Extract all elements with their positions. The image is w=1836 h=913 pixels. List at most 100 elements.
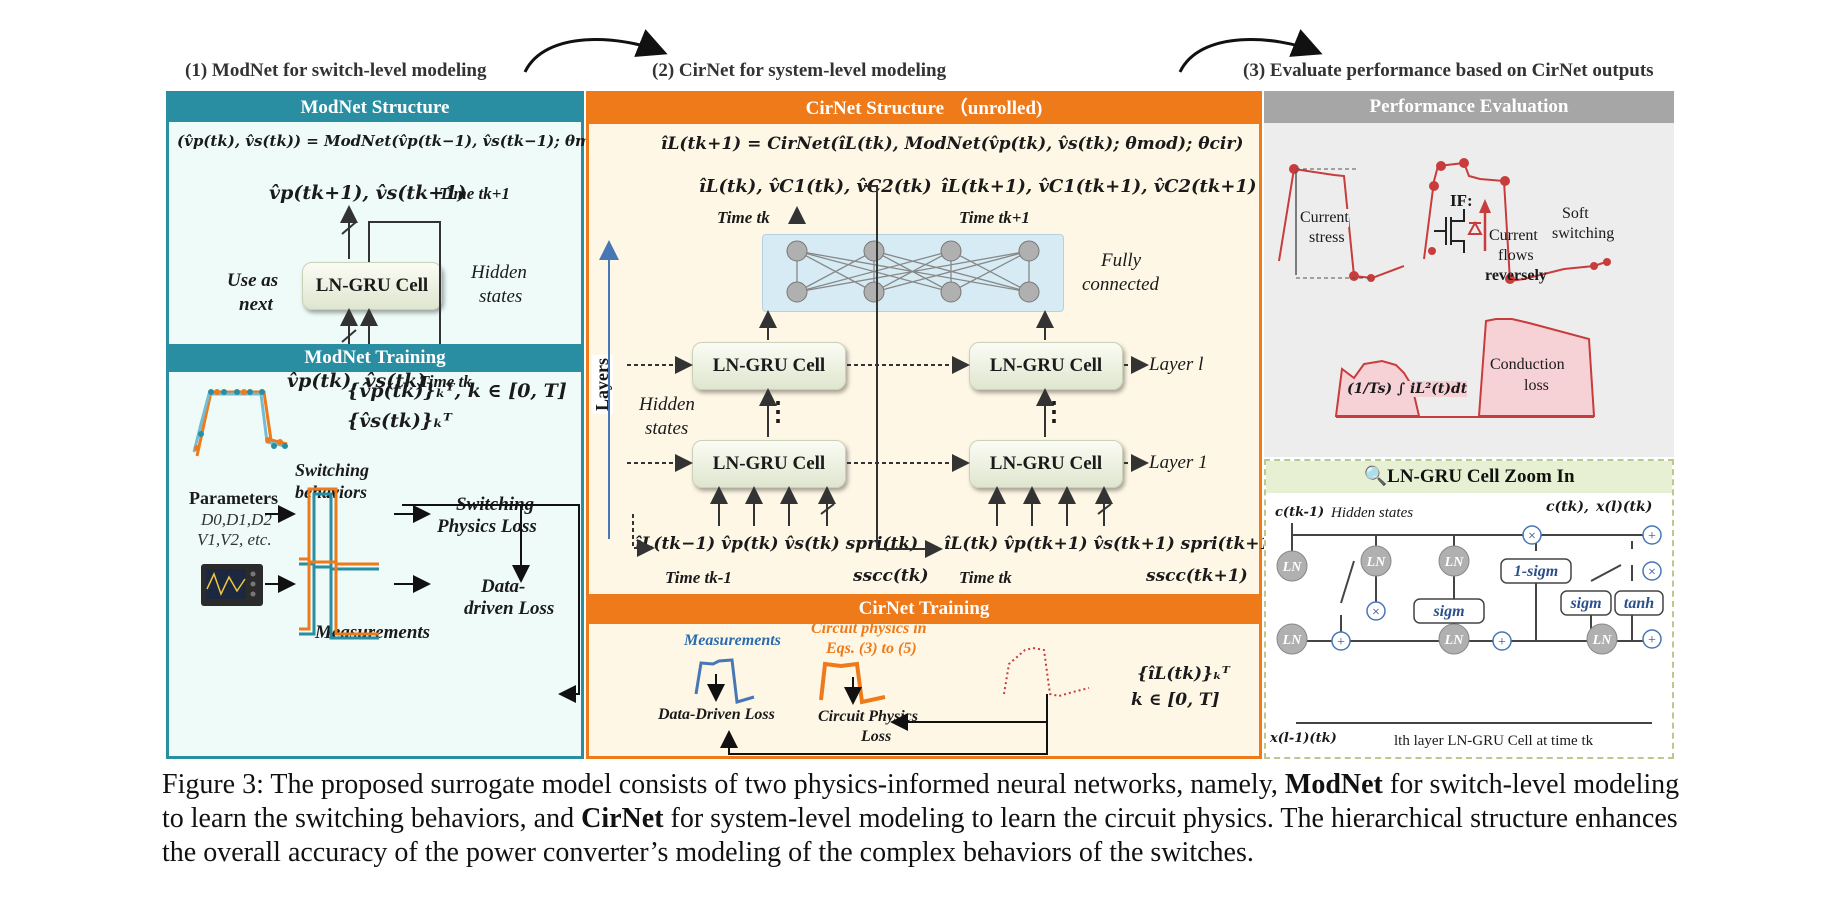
svg-text:tanh: tanh [1624, 595, 1654, 612]
cirnet-input-right-2: sscc(tk+1) [1146, 566, 1248, 586]
cirnet-input-left-2: sscc(tk) [853, 566, 929, 586]
modnet-output: v̂p(tk+1), v̂s(tk+1) [269, 182, 467, 204]
cirnet-output-left: îL(tk), v̂C1(tk), v̂C2(tk) [699, 176, 932, 197]
performance-panel: Performance Evaluation Current stress IF… [1264, 91, 1674, 457]
svg-text:+: + [1498, 635, 1506, 650]
cirnet-panel: CirNet Structure （unrolled) îL(tk+1) = C… [586, 91, 1279, 759]
modnet-states: states [479, 286, 523, 307]
circuit-physics-line-1: Circuit physics in [811, 620, 927, 637]
modnet-lngru-cell: LN-GRU Cell [302, 262, 442, 310]
modnet-output-time: Time tk+1 [439, 184, 510, 203]
fully-connected-line-1: Fully [1101, 250, 1142, 271]
switching-loss-line-2: Physics Loss [437, 516, 537, 537]
zoom-title-text: LN-GRU Cell Zoom In [1387, 466, 1575, 487]
params-line-2: V1,V2, etc. [197, 530, 272, 549]
switching-waveform-icon [192, 389, 288, 457]
svg-text:+: + [1648, 633, 1656, 648]
zoom-hidden: Hidden states [1331, 505, 1414, 521]
cirnet-time-right-bottom: Time tk [959, 568, 1012, 587]
modnet-set-vp: {v̂p(tk)}ₖᵀ, k ∈ [0, T] [347, 380, 567, 402]
cirnet-hidden-2: states [645, 418, 689, 439]
svg-text:sigm: sigm [1569, 595, 1601, 612]
zoom-c-out: c(tk), [1546, 499, 1589, 515]
cirnet-cell-left-bottom: LN-GRU Cell [692, 440, 846, 488]
zoom-panel: 🔍LN-GRU Cell Zoom In c(tk-1) Hidden stat… [1264, 459, 1674, 759]
parameters-label: Parameters [189, 488, 278, 508]
cirnet-input-right: îL(tk) v̂p(tk+1) v̂s(tk+1) spri(tk+1) [944, 534, 1280, 554]
modnet-set-vs: {v̂s(tk)}ₖᵀ [347, 410, 452, 432]
conduction-2: loss [1524, 377, 1549, 394]
modnet-input-time: Time tk [419, 372, 472, 391]
layer-l-label: Layer l [1149, 354, 1204, 375]
stage-1-label: (1) ModNet for switch-level modeling [185, 60, 487, 81]
circuit-physics-loss-2: Loss [861, 728, 892, 745]
svg-text:LN: LN [1444, 633, 1465, 648]
cirnet-time-left-top: Time tk [717, 208, 770, 227]
cirnet-cell-right-top: LN-GRU Cell [969, 342, 1123, 390]
circuit-physics-line-2: Eqs. (3) to (5) [826, 640, 917, 657]
modnet-use-as: Use as [227, 270, 279, 291]
svg-text:+: + [1337, 635, 1345, 650]
svg-text:LN: LN [1282, 560, 1303, 575]
switching-label: Switching [295, 460, 370, 480]
cirnet-input-left: îL(tk−1) v̂p(tk) v̂s(tk) spri(tk) [635, 534, 919, 554]
svg-text:LN: LN [1592, 633, 1613, 648]
caption-cirnet: CirNet [581, 803, 664, 834]
modnet-training-arrows [201, 487, 580, 703]
modnet-input: v̂p(tk), v̂s(tk) [287, 370, 427, 392]
current-stress-1: Current [1300, 209, 1349, 227]
soft-1: Soft [1562, 205, 1589, 222]
layer-1-label: Layer 1 [1149, 452, 1208, 473]
cirnet-set-k: k ∈ [0, T] [1131, 690, 1220, 710]
cirnet-hidden-1: Hidden [639, 394, 695, 415]
caption-modnet: ModNet [1284, 769, 1383, 800]
conduction-1: Conduction [1490, 356, 1565, 373]
integral-label: (1/Ts) ∫ iL²(t)dt [1347, 381, 1468, 397]
caption-prefix: Figure 3: The proposed surrogate model c… [162, 769, 1285, 800]
svg-text:sigm: sigm [1432, 603, 1464, 620]
cirnet-training-title: CirNet Training [589, 594, 1259, 624]
cirnet-equation: îL(tk+1) = CirNet(îL(tk), ModNet(v̂p(tk)… [661, 134, 1244, 154]
svg-text:×: × [1528, 529, 1536, 544]
zoom-title: 🔍LN-GRU Cell Zoom In [1266, 461, 1672, 493]
cirnet-training-arrows [694, 646, 1090, 755]
fully-connected-layer [786, 240, 1040, 303]
modnet-next: next [239, 294, 273, 315]
cirnet-time-right-top: Time tk+1 [959, 208, 1030, 227]
zoom-x-in: x(l-1)(tk) [1270, 731, 1337, 746]
modnet-structure-title: ModNet Structure [169, 94, 581, 122]
stage-arrow-1 [523, 29, 668, 73]
flows-3: reversely [1485, 267, 1547, 284]
zoom-caption: lth layer LN-GRU Cell at time tk [1394, 733, 1594, 749]
stage-3-label: (3) Evaluate performance based on CirNet… [1243, 60, 1654, 81]
flows-1: Current [1489, 227, 1538, 244]
cirnet-cell-left-top: LN-GRU Cell [692, 342, 846, 390]
svg-text:+: + [1648, 529, 1656, 544]
flows-2: flows [1498, 247, 1534, 264]
svg-text:LN: LN [1282, 633, 1303, 648]
if-label: IF: [1450, 191, 1473, 210]
svg-text:1-sigm: 1-sigm [1514, 563, 1558, 580]
zoom-x-out: x(l)(tk) [1596, 499, 1653, 515]
stage-2-label: (2) CirNet for system-level modeling [652, 60, 947, 81]
fully-connected-box [762, 234, 1064, 312]
cirnet-set-iL: {îL(tk)}ₖᵀ [1137, 664, 1230, 684]
svg-text:LN: LN [1444, 555, 1465, 570]
magnifier-icon: 🔍 [1363, 466, 1388, 487]
caption-mid1: for switch-level modeling to learn the s… [162, 769, 1680, 834]
performance-title: Performance Evaluation [1264, 91, 1674, 123]
figure-caption: Figure 3: The proposed surrogate model c… [162, 768, 1692, 870]
stage-arrow-2 [1178, 29, 1323, 73]
modnet-panel: ModNet Structure (v̂p(tk), v̂s(tk)) = Mo… [166, 91, 619, 759]
zoom-c-in: c(tk-1) [1275, 505, 1325, 520]
svg-text:LN: LN [1366, 555, 1387, 570]
current-stress-2: stress [1309, 229, 1345, 247]
soft-2: switching [1552, 225, 1615, 242]
data-driven-loss: Data-Driven Loss [658, 706, 775, 723]
modnet-equation: (v̂p(tk), v̂s(tk)) = ModNet(v̂p(tk−1), v… [177, 132, 619, 150]
cirnet-measurements: Measurements [684, 632, 781, 649]
params-line-1: D0,D1,D2 [201, 510, 272, 529]
